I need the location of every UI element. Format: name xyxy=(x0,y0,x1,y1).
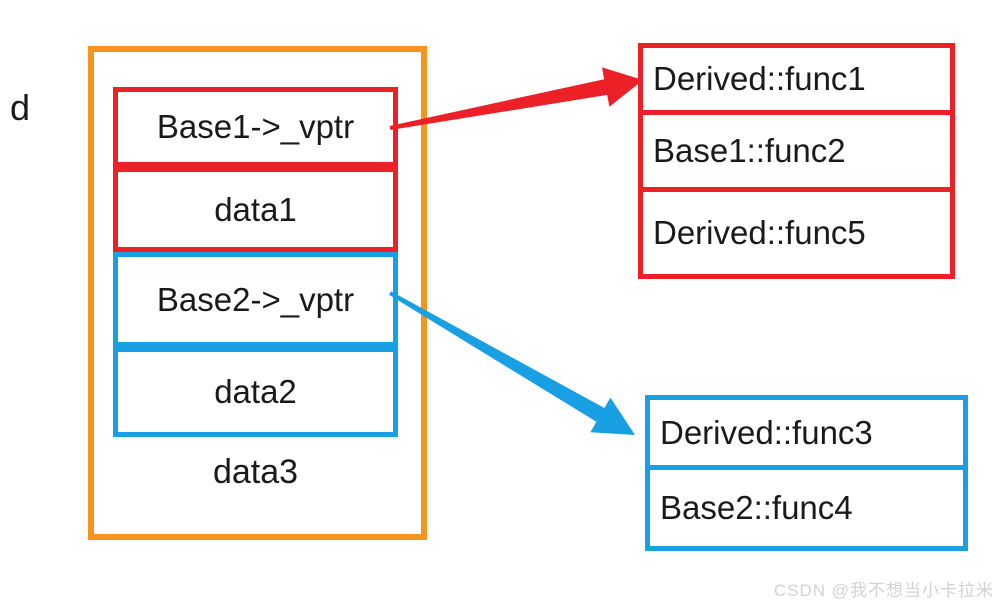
member-cell-base1-vptr: Base1->_vptr xyxy=(113,87,398,167)
member-label-data3: data3 xyxy=(212,452,299,491)
vtable-base2-in-derived: Derived::func3 Base2::func4 xyxy=(645,395,968,551)
vtable-entry-derived-func1: Derived::func1 xyxy=(638,43,955,115)
member-cell-base2-vptr: Base2->_vptr xyxy=(113,252,398,347)
vtable-entry-base2-func4: Base2::func4 xyxy=(645,465,968,551)
vtable-entry-base1-func2: Base1::func2 xyxy=(638,110,955,192)
vtable-entry-derived-func5: Derived::func5 xyxy=(638,187,955,279)
member-cell-data1: data1 xyxy=(113,167,398,252)
vtable-entry-derived-func3: Derived::func3 xyxy=(645,395,968,470)
red-arrow xyxy=(389,67,643,130)
object-name-label: d xyxy=(10,87,31,128)
member-cell-data2: data2 xyxy=(113,347,398,437)
watermark: CSDN @我不想当小卡拉米 xyxy=(773,581,994,600)
vtable-base1-in-derived: Derived::func1 Base1::func2 Derived::fun… xyxy=(638,43,955,279)
